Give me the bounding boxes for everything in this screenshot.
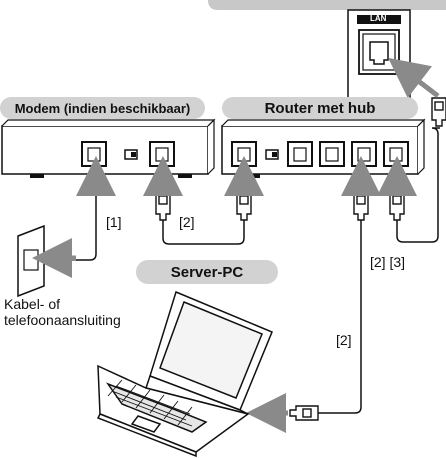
modem-cable-label: [1] — [106, 214, 122, 230]
wall-outlet-label-line2: telefoonaansluiting — [4, 312, 121, 328]
pc-label: Server-PC — [136, 260, 278, 284]
plug-tv-side — [431, 97, 446, 127]
router-box — [221, 118, 426, 178]
modem-box — [1, 118, 216, 178]
plug-router-tv — [389, 191, 405, 221]
plug-router-pc — [353, 191, 369, 221]
plug-pc-side — [289, 405, 319, 421]
wall-outlet — [17, 224, 45, 298]
router-label: Router met hub — [222, 97, 418, 119]
router-pc-cable-label: [2] — [336, 332, 352, 348]
cables — [46, 127, 440, 414]
plug-modem-router-right — [236, 191, 252, 221]
tv-lan-panel — [347, 9, 411, 105]
laptop — [96, 290, 273, 458]
lan-port-label: LAN — [370, 14, 387, 23]
top-banner — [208, 0, 446, 10]
modem-label: Modem (indien beschikbaar) — [0, 97, 205, 119]
router-tv-cable-label: [2] [3] — [370, 254, 406, 270]
modem-router-cable-label: [2] — [179, 214, 195, 230]
plug-modem-router-left — [155, 191, 171, 221]
arrows — [32, 57, 440, 433]
wall-outlet-label-line1: Kabel- of — [4, 296, 61, 312]
